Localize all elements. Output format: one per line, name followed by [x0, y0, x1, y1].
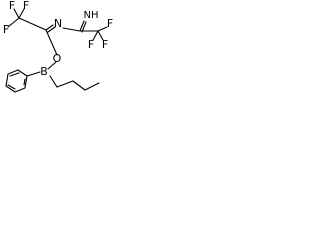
- bond-cf3-left-top2: [18, 8, 25, 19]
- phenyl-inner-3: [23, 78, 26, 86]
- phenyl-inner-2: [7, 84, 16, 90]
- atom-n-imine: N: [54, 17, 62, 30]
- molecule-svg: F F F N NH F F F O B: [3, 0, 113, 93]
- bond-c-n-double-1: [45, 24, 54, 31]
- bond-o-b: [47, 61, 57, 70]
- bond-c-o: [45, 29, 58, 56]
- bond-n-right-c: [62, 27, 81, 32]
- bond-butyl-4: [84, 82, 100, 91]
- bond-cf3-left-left: [7, 17, 20, 28]
- bond-butyl-3: [72, 80, 86, 91]
- atom-f-right-1: F: [88, 38, 94, 51]
- chemical-structure-diagram: F F F N NH F F F O B: [0, 0, 122, 104]
- bond-cf3-right-top: [97, 26, 108, 32]
- atom-f-top-left-2: F: [23, 0, 29, 12]
- bond-c-n-double-2: [47, 26, 56, 33]
- bond-butyl-1: [49, 75, 58, 88]
- bond-cf3-right-bottom2: [97, 30, 104, 41]
- atom-f-top-right: F: [107, 17, 113, 30]
- bond-c-nh-double-2: [81, 21, 87, 33]
- bond-layer: [5, 8, 108, 93]
- phenyl-inner-1: [9, 72, 20, 77]
- atom-f-right-2: F: [102, 38, 108, 51]
- atom-b-boron: B: [40, 65, 48, 78]
- bond-butyl-2: [56, 80, 74, 88]
- bond-b-phenyl: [26, 71, 41, 77]
- bond-cf3-left-center: [18, 17, 47, 31]
- atom-nh-imine: NH: [84, 10, 99, 21]
- bond-cf3-left-top1: [13, 8, 20, 19]
- atom-f-left: F: [3, 23, 9, 36]
- atom-f-top-left-1: F: [9, 0, 15, 12]
- atom-o-ester: O: [53, 52, 62, 65]
- phenyl-ring: [5, 69, 28, 93]
- bond-c-nh-double-1: [79, 20, 85, 32]
- atom-label-layer: F F F N NH F F F O B: [3, 0, 113, 78]
- bond-cf3-right-bottom1: [92, 30, 99, 41]
